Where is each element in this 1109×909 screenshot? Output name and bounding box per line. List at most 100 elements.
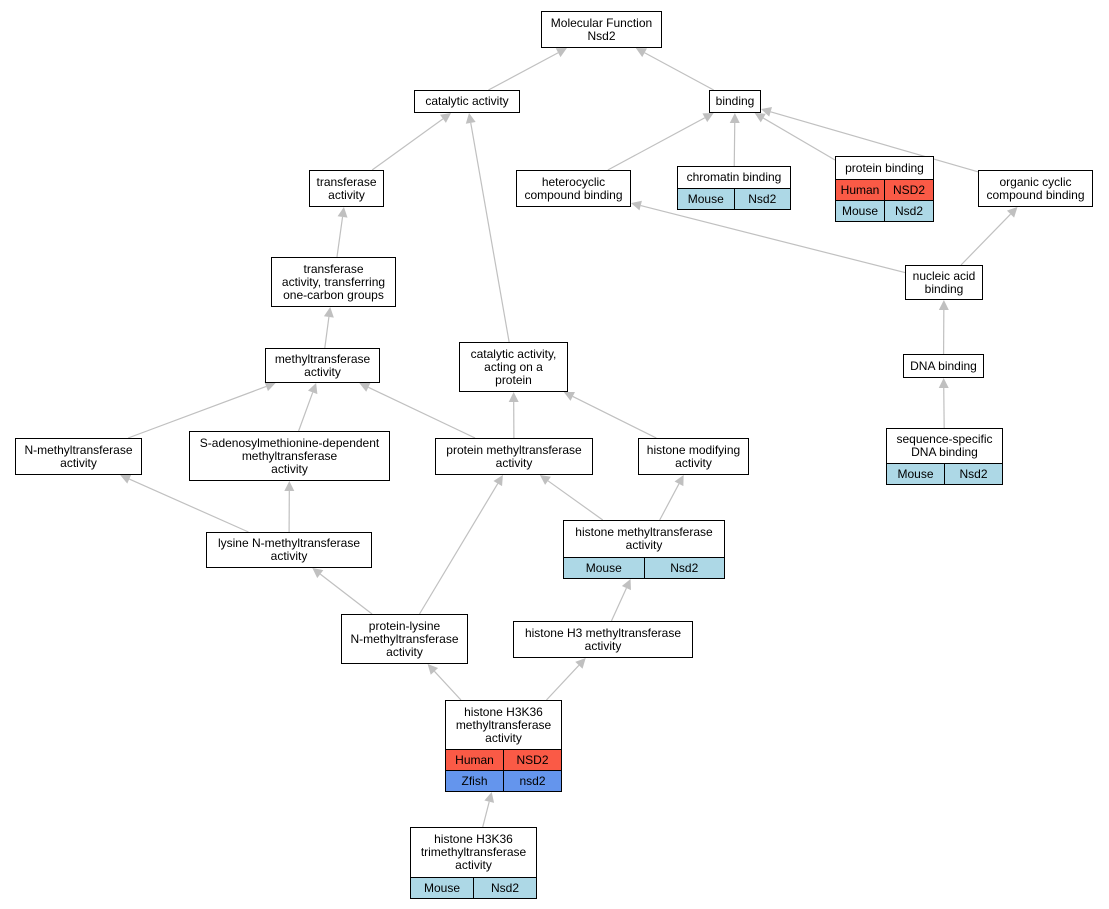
go-term-label: histone H3 methyltransferase activity	[524, 625, 682, 653]
go-term-label: lysine N-methyltransferase activity	[217, 536, 361, 563]
go-term-label: histone H3K36 trimethyltransferase activ…	[420, 832, 527, 872]
go-term-histmod[interactable]: histone modifying activity	[638, 438, 749, 475]
edge-orgcyclic-to-binding	[770, 111, 979, 173]
arrowhead-icon	[440, 113, 452, 123]
arrowhead-icon	[465, 113, 476, 124]
arrowhead-icon	[359, 382, 371, 392]
arrowhead-icon	[284, 481, 295, 492]
go-term-h3k36tri[interactable]: histone H3K36 trimethyltransferase activ…	[410, 827, 537, 899]
arrowhead-icon	[312, 568, 324, 579]
go-term-h3k36[interactable]: histone H3K36 methyltransferase activity…	[445, 700, 562, 792]
gene-cell: NSD2	[884, 180, 933, 200]
go-term-label: sequence-specific DNA binding	[896, 432, 993, 459]
gene-cell: Nsd2	[944, 464, 1002, 484]
edge-catalytic-to-mf	[488, 52, 559, 91]
go-term-h3meth[interactable]: histone H3 methyltransferase activity	[513, 621, 693, 658]
go-term-label: nucleic acid binding	[912, 268, 976, 296]
go-term-catalytic[interactable]: catalytic activity	[414, 90, 520, 113]
gene-cell: NSD2	[503, 750, 561, 770]
edge-catprot-to-catalytic	[470, 122, 510, 343]
annotation-row: Mouse Nsd2	[411, 877, 536, 898]
arrowhead-icon	[539, 475, 551, 485]
arrowhead-icon	[702, 113, 714, 123]
go-term-hetero[interactable]: heterocyclic compound binding	[516, 170, 631, 207]
species-cell: Mouse	[423, 880, 461, 895]
arrowhead-icon	[337, 207, 348, 218]
arrowhead-icon	[323, 307, 334, 318]
go-term-label: protein-lysine N-methyltransferase activ…	[350, 618, 459, 659]
go-term-label: transferase activity, transferring one-c…	[281, 261, 386, 302]
go-term-catprot[interactable]: catalytic activity, acting on a protein	[459, 342, 568, 392]
gene-cell: Nsd2	[643, 558, 725, 578]
go-term-nucleic[interactable]: nucleic acid binding	[905, 265, 983, 300]
go-term-label: histone H3K36 methyltransferase activity	[455, 704, 552, 745]
go-term-sadeno[interactable]: S-adenosylmethionine-dependent methyltra…	[189, 431, 390, 481]
edge-binding-to-mf	[644, 52, 714, 91]
edge-protlys-to-protmethyl	[418, 483, 499, 615]
edge-protlys-to-lysnmeth	[319, 573, 373, 615]
arrowhead-icon	[563, 391, 575, 401]
go-term-label: Molecular Function Nsd2	[550, 15, 653, 43]
edge-sadeno-to-methyltrans	[298, 392, 314, 432]
edge-nucleic-to-orgcyclic	[960, 213, 1011, 266]
edge-hetero-to-binding	[607, 117, 706, 171]
go-term-nmethyl[interactable]: N-methyltransferase activity	[15, 438, 142, 475]
gene-cell: Nsd2	[473, 878, 536, 898]
go-term-label: heterocyclic compound binding	[524, 174, 623, 202]
go-term-protmethyl[interactable]: protein methyltransferase activity	[435, 438, 593, 475]
arrowhead-icon	[674, 475, 684, 487]
edge-histmeth-to-protmethyl	[547, 480, 604, 521]
edge-lysnmeth-to-nmethyl	[129, 478, 249, 533]
arrowhead-icon	[120, 474, 132, 484]
go-term-label: transferase activity	[316, 174, 377, 202]
edge-transonec-to-transferase	[336, 216, 344, 258]
go-term-label: S-adenosylmethionine-dependent methyltra…	[199, 435, 380, 476]
edge-nmethyl-to-methyltrans	[127, 385, 267, 439]
go-term-label: protein methyltransferase activity	[446, 442, 582, 470]
arrowhead-icon	[621, 579, 631, 591]
edge-protmethyl-to-methyltrans	[368, 386, 476, 439]
arrowhead-icon	[1006, 207, 1018, 218]
go-term-label: DNA binding	[910, 358, 977, 373]
arrowhead-icon	[484, 792, 495, 803]
annotation-row: Mouse Nsd2	[887, 463, 1002, 484]
go-term-protlys[interactable]: protein-lysine N-methyltransferase activ…	[341, 614, 468, 664]
arrowhead-icon	[555, 48, 567, 58]
go-term-transonec[interactable]: transferase activity, transferring one-c…	[271, 257, 396, 307]
go-term-mf[interactable]: Molecular Function Nsd2	[541, 11, 662, 48]
arrowhead-icon	[307, 383, 318, 395]
species-cell: Zfish	[461, 773, 488, 788]
go-term-transferase[interactable]: transferase activity	[309, 170, 384, 207]
go-term-binding[interactable]: binding	[709, 90, 761, 113]
species-cell: Mouse	[687, 191, 724, 206]
edge-transferase-to-catalytic	[371, 118, 444, 171]
arrowhead-icon	[938, 300, 949, 311]
arrowhead-icon	[631, 200, 642, 211]
species-cell: Mouse	[897, 466, 934, 481]
go-term-methyltrans[interactable]: methyltransferase activity	[265, 348, 380, 383]
go-term-dnabind[interactable]: DNA binding	[903, 354, 984, 378]
go-term-label: histone methyltransferase activity	[575, 525, 713, 552]
go-term-label: chromatin binding	[686, 170, 782, 184]
arrowhead-icon	[493, 475, 503, 487]
go-term-label: catalytic activity	[425, 94, 509, 108]
go-term-lysnmeth[interactable]: lysine N-methyltransferase activity	[206, 532, 372, 568]
arrowhead-icon	[754, 113, 766, 123]
annotation-row: Mouse Nsd2	[678, 188, 790, 209]
edge-h3k36-to-protlys	[433, 670, 462, 701]
gene-cell: Nsd2	[733, 189, 791, 209]
arrowhead-icon	[729, 113, 740, 124]
go-term-label: binding	[715, 94, 755, 108]
go-term-label: organic cyclic compound binding	[986, 174, 1085, 202]
edge-methyltrans-to-transonec	[324, 316, 330, 349]
go-term-orgcyclic[interactable]: organic cyclic compound binding	[978, 170, 1093, 207]
